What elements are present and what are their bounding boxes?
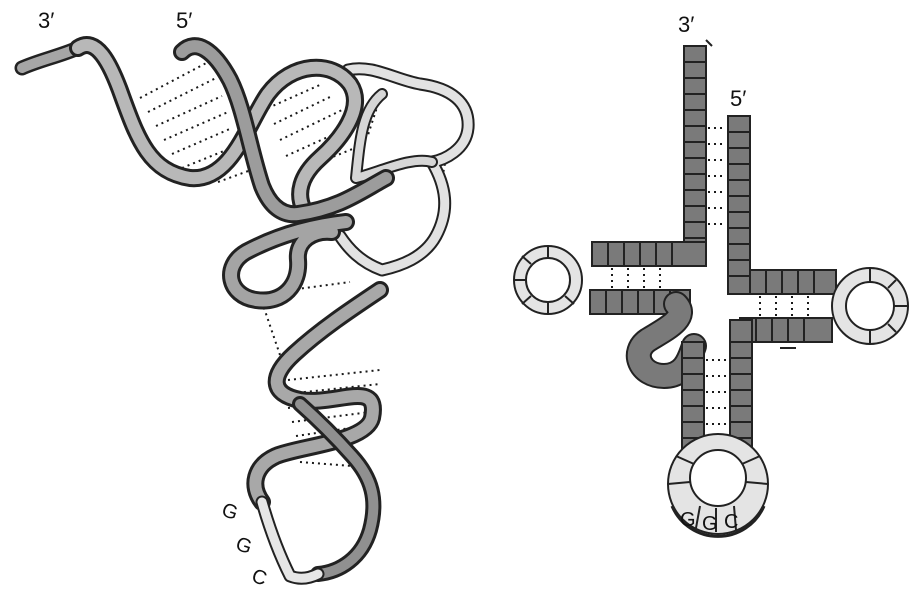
cloverleaf-anticodon-arm [668,320,768,536]
cloverleaf-anticodon-labels: G G C [680,509,738,535]
ribbon-5prime-label: 5′ [176,8,192,33]
cloverleaf-acceptor-3prime-strand [684,40,712,266]
cloverleaf-anticodon-base: C [724,511,738,533]
cloverleaf-t-arm [740,268,908,348]
ribbon-backbone [22,45,386,578]
cloverleaf-acceptor-pairs [708,128,726,224]
ribbon-anticodon-base: G [219,499,241,525]
ribbon-anticodon-base: C [249,565,270,590]
cloverleaf-3prime-label: 3′ [678,12,694,37]
cloverleaf-d-arm [514,242,706,376]
ribbon-3prime-label: 3′ [38,8,54,33]
ribbon-anticodon-base: G [233,533,255,559]
cloverleaf-anticodon-base: G [702,513,718,535]
cloverleaf-anticodon-base: G [680,509,696,531]
cloverleaf-acceptor-5prime-strand [728,116,750,294]
cloverleaf-diagram: 3′ 5′ G G C [514,12,908,536]
ribbon-model: 3′ 5′ G G C [22,8,468,590]
cloverleaf-5prime-label: 5′ [730,86,746,111]
